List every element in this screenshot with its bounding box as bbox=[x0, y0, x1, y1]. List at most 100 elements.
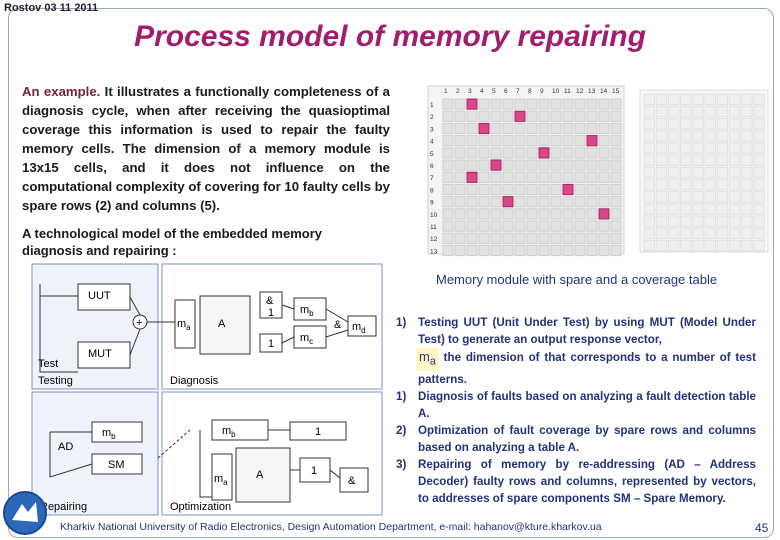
memory-cell bbox=[526, 220, 538, 232]
memory-cell bbox=[490, 183, 502, 196]
memory-cell bbox=[610, 98, 622, 110]
wire bbox=[281, 336, 295, 344]
memory-cell bbox=[454, 98, 466, 110]
memory-cell bbox=[574, 122, 586, 135]
coverage-cell bbox=[741, 154, 753, 166]
memory-cell bbox=[454, 220, 466, 232]
coverage-cell bbox=[680, 130, 692, 142]
coverage-cell bbox=[741, 105, 753, 118]
memory-cell bbox=[610, 244, 622, 257]
memory-cell bbox=[598, 244, 610, 257]
coverage-cell bbox=[741, 117, 753, 130]
memory-cell bbox=[502, 220, 514, 232]
wire bbox=[199, 430, 212, 498]
memory-cell bbox=[490, 110, 502, 122]
coverage-cell bbox=[741, 215, 753, 227]
coverage-cell bbox=[655, 191, 668, 203]
memory-cell bbox=[526, 208, 538, 220]
memory-cell bbox=[442, 135, 454, 147]
grid-col-label: 8 bbox=[528, 88, 532, 95]
coverage-cell bbox=[704, 239, 716, 252]
memory-cell bbox=[514, 232, 526, 244]
grid-row-label: 1 bbox=[430, 102, 434, 109]
coverage-cell bbox=[692, 227, 704, 240]
coverage-cell bbox=[667, 239, 680, 252]
coverage-cell bbox=[716, 105, 729, 118]
table-a-box bbox=[199, 295, 251, 355]
memory-cell bbox=[454, 208, 466, 220]
coverage-cell bbox=[680, 227, 692, 240]
step-number: 2) bbox=[396, 423, 407, 437]
memory-cell bbox=[466, 244, 478, 257]
coverage-cell bbox=[716, 239, 729, 252]
process-diagram: UUT MUT + Test Testing ma A & 1 1 mb mc … bbox=[30, 262, 384, 517]
coverage-cell bbox=[741, 227, 753, 240]
memory-cell bbox=[550, 147, 562, 159]
memory-cell bbox=[586, 171, 598, 183]
step-text: Repairing of memory by re-addressing (AD… bbox=[418, 457, 756, 505]
grid-col-label: 1 bbox=[444, 88, 448, 95]
coverage-cell bbox=[728, 215, 741, 227]
memory-cell bbox=[466, 159, 478, 171]
memory-cell bbox=[538, 196, 550, 208]
memory-cell bbox=[514, 244, 526, 257]
memory-cell bbox=[442, 220, 454, 232]
memory-cell bbox=[574, 98, 586, 110]
memory-cell bbox=[562, 232, 574, 244]
ma-label: ma bbox=[177, 318, 191, 332]
md-box bbox=[347, 315, 377, 337]
memory-cell bbox=[502, 183, 514, 196]
optimization-label: Optimization bbox=[170, 501, 231, 513]
memory-cell bbox=[538, 183, 550, 196]
memory-cell bbox=[442, 244, 454, 257]
coverage-cell bbox=[643, 117, 655, 130]
memory-cell bbox=[586, 122, 598, 135]
coverage-cell bbox=[728, 142, 741, 154]
memory-cell bbox=[538, 135, 550, 147]
memory-cell bbox=[514, 98, 526, 110]
memory-cell bbox=[562, 135, 574, 147]
grid-col-label: 6 bbox=[504, 88, 508, 95]
memory-cell bbox=[550, 183, 562, 196]
step-item: ma the dimension of that corresponds to … bbox=[396, 348, 756, 388]
memory-cell bbox=[490, 98, 502, 110]
mc-label: mc bbox=[300, 332, 313, 346]
coverage-cell bbox=[667, 142, 680, 154]
memory-cell bbox=[562, 171, 574, 183]
coverage-cell bbox=[692, 215, 704, 227]
table-a-opt-label: A bbox=[256, 469, 264, 481]
grid-col-label: 5 bbox=[492, 88, 496, 95]
md-label: md bbox=[352, 321, 366, 335]
step-item: 3) Repairing of memory by re-addressing … bbox=[396, 456, 756, 507]
memory-cell bbox=[538, 159, 550, 171]
coverage-cell bbox=[680, 178, 692, 191]
coverage-cell bbox=[680, 239, 692, 252]
memory-cell bbox=[598, 98, 610, 110]
faulty-cell bbox=[478, 122, 490, 135]
memory-cell bbox=[514, 208, 526, 220]
step-text: Diagnosis of faults based on analyzing a… bbox=[418, 389, 756, 420]
memory-cell bbox=[562, 244, 574, 257]
coverage-cell bbox=[704, 191, 716, 203]
coverage-cell bbox=[741, 178, 753, 191]
coverage-cell bbox=[753, 203, 765, 215]
memory-cell bbox=[550, 208, 562, 220]
or-gate-opt-label: 1 bbox=[315, 426, 321, 438]
memory-cell bbox=[478, 244, 490, 257]
wire bbox=[49, 432, 93, 478]
memory-cell bbox=[502, 232, 514, 244]
coverage-cell bbox=[667, 117, 680, 130]
memory-cell bbox=[562, 110, 574, 122]
memory-cell bbox=[526, 110, 538, 122]
and-gate-1-label: & bbox=[266, 295, 274, 307]
memory-cell bbox=[514, 171, 526, 183]
memory-cell bbox=[454, 122, 466, 135]
coverage-cell bbox=[704, 203, 716, 215]
memory-cell bbox=[610, 135, 622, 147]
mb-opt-label: mb bbox=[222, 425, 236, 439]
coverage-cell bbox=[716, 203, 729, 215]
step-item: 2) Optimization of fault coverage by spa… bbox=[396, 422, 756, 456]
step-text: the dimension of that corresponds to a n… bbox=[418, 351, 756, 386]
table-a-label: A bbox=[218, 318, 226, 330]
memory-cell bbox=[502, 110, 514, 122]
